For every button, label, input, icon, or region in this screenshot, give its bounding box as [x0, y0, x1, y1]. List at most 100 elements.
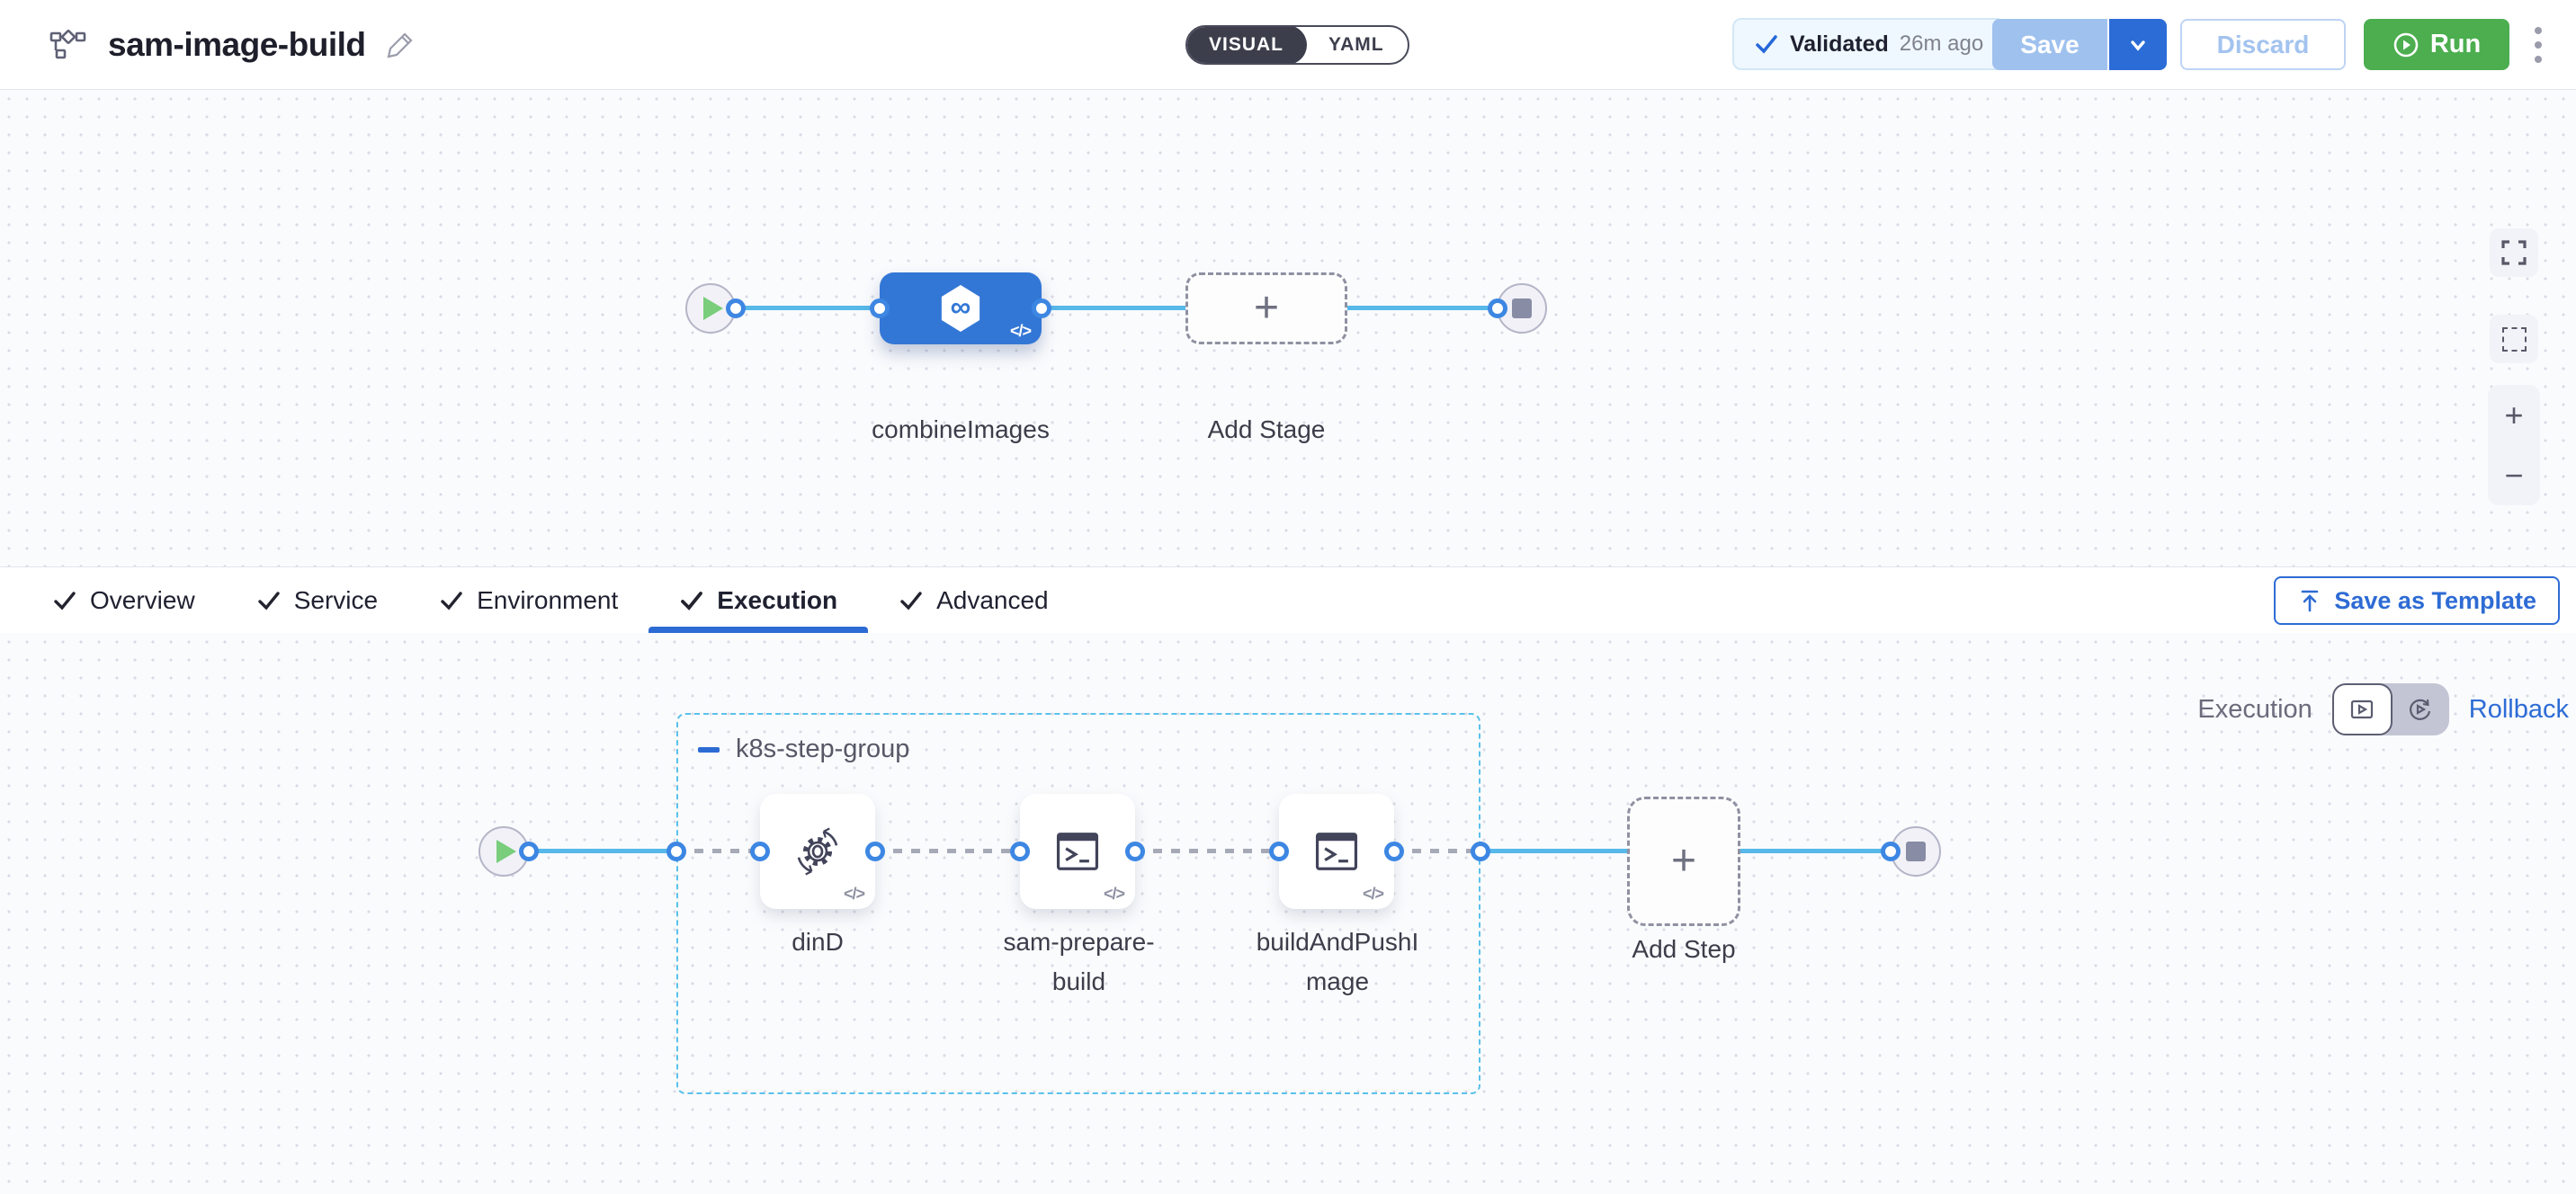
- connector-port[interactable]: [865, 842, 885, 861]
- zoom-in-button[interactable]: +: [2488, 385, 2540, 445]
- add-step-button[interactable]: +: [1627, 797, 1740, 926]
- step-node-sam-prepare-build[interactable]: </>: [1020, 794, 1135, 909]
- step-label: sam-prepare-build: [1003, 928, 1155, 995]
- save-options-button[interactable]: [2107, 19, 2167, 70]
- validated-check-icon: [1754, 31, 1779, 57]
- add-step-label: Add Step: [1632, 935, 1736, 963]
- connector-port[interactable]: [1488, 298, 1507, 318]
- tab-execution[interactable]: Execution: [648, 567, 868, 633]
- fullscreen-icon: [2500, 239, 2527, 266]
- connector-port[interactable]: [519, 842, 539, 861]
- validated-time: 26m ago: [1899, 31, 1984, 56]
- edge-dashed: [875, 849, 1020, 853]
- tab-advanced[interactable]: Advanced: [868, 567, 1079, 633]
- step-node-buildandpushimage[interactable]: </>: [1279, 794, 1394, 909]
- edge-dashed: [1135, 849, 1279, 853]
- edge: [1480, 849, 1627, 853]
- execution-rollback-switch: Execution Rollback: [2197, 682, 2569, 737]
- step-node-dind[interactable]: </>: [760, 794, 875, 909]
- stage-config-tabbar: Overview Service Environment Execution A…: [0, 566, 2576, 633]
- pipeline-title: sam-image-build: [108, 25, 366, 63]
- edge: [529, 849, 676, 853]
- rollback-link[interactable]: Rollback: [2468, 694, 2569, 724]
- plus-icon: +: [1670, 837, 1697, 885]
- zoom-controls: + −: [2488, 385, 2540, 505]
- code-icon: </>: [1362, 885, 1384, 903]
- kebab-menu-icon[interactable]: [2520, 20, 2556, 70]
- start-play-icon: [703, 297, 723, 320]
- save-button[interactable]: Save: [1992, 19, 2107, 70]
- connector-port[interactable]: [726, 298, 746, 318]
- visual-yaml-toggle: VISUAL YAML: [1185, 25, 1409, 65]
- chevron-down-icon: [2127, 34, 2149, 56]
- edge: [1042, 306, 1185, 310]
- marquee-select-icon: [2501, 326, 2527, 352]
- execution-mode-label: Execution: [2197, 694, 2312, 724]
- edge: [1347, 306, 1497, 310]
- edge: [1740, 849, 1891, 853]
- step-group-k8s: k8s-step-group: [676, 713, 1480, 1094]
- connector-port[interactable]: [1881, 842, 1901, 861]
- ci-stage-icon: ∞: [941, 285, 980, 332]
- collapse-group-icon[interactable]: [698, 746, 720, 753]
- connector-port[interactable]: [750, 842, 770, 861]
- connector-port[interactable]: [1125, 842, 1145, 861]
- marquee-select-button[interactable]: [2490, 315, 2538, 363]
- validated-badge[interactable]: Validated 26m ago: [1732, 18, 2006, 70]
- connector-port[interactable]: [1032, 298, 1051, 318]
- rollback-mode-button[interactable]: [2393, 683, 2449, 735]
- toggle-yaml[interactable]: YAML: [1305, 27, 1408, 63]
- zoom-out-button[interactable]: −: [2488, 445, 2540, 505]
- step-label: dinD: [792, 928, 844, 956]
- execution-mode-button[interactable]: [2331, 683, 2393, 735]
- terminal-icon: [1056, 833, 1099, 870]
- fullscreen-button[interactable]: [2490, 228, 2538, 277]
- execution-canvas: Execution Rollback k8s-step-group: [0, 633, 2576, 1194]
- edge: [736, 306, 880, 310]
- edge-dashed: [1394, 849, 1480, 853]
- save-split-button: Save: [1992, 19, 2167, 70]
- pipeline-studio-header: sam-image-build VISUAL YAML Validated 26…: [0, 0, 2576, 90]
- edit-pipeline-icon[interactable]: [386, 31, 415, 59]
- toggle-visual[interactable]: VISUAL: [1186, 27, 1308, 63]
- connector-port[interactable]: [1471, 842, 1490, 861]
- tab-environment[interactable]: Environment: [408, 567, 648, 633]
- tab-check-icon: [256, 588, 282, 613]
- execution-steps-icon: [2351, 699, 2374, 719]
- tab-check-icon: [679, 588, 704, 613]
- stage-canvas: ∞ </> + combineImages Add Stage + −: [0, 90, 2576, 566]
- upload-icon: [2297, 588, 2322, 613]
- plus-icon: +: [1253, 284, 1280, 332]
- terminal-icon: [1315, 833, 1358, 870]
- discard-button[interactable]: Discard: [2180, 19, 2346, 70]
- validated-label: Validated: [1790, 31, 1889, 57]
- step-group-name: k8s-step-group: [736, 735, 910, 763]
- code-icon: </>: [843, 885, 865, 903]
- connector-port[interactable]: [1384, 842, 1404, 861]
- connector-port[interactable]: [1269, 842, 1289, 861]
- code-icon: </>: [1103, 885, 1125, 903]
- code-icon: </>: [1009, 322, 1032, 340]
- tab-check-icon: [439, 588, 464, 613]
- connector-port[interactable]: [666, 842, 686, 861]
- tab-check-icon: [899, 588, 924, 613]
- connector-port[interactable]: [1010, 842, 1030, 861]
- stop-icon: [1512, 298, 1532, 318]
- gear-sync-icon: [797, 827, 838, 876]
- tab-check-icon: [52, 588, 77, 613]
- save-as-template-button[interactable]: Save as Template: [2274, 576, 2560, 625]
- start-play-icon: [496, 840, 516, 863]
- edge-dashed: [676, 849, 760, 853]
- run-button[interactable]: Run: [2364, 19, 2509, 70]
- tab-overview[interactable]: Overview: [22, 567, 226, 633]
- connector-port[interactable]: [870, 298, 890, 318]
- stop-icon: [1906, 842, 1926, 861]
- run-play-icon: [2393, 31, 2419, 58]
- stage-node-combineimages[interactable]: ∞ </>: [880, 272, 1042, 344]
- step-label: buildAndPushImage: [1256, 928, 1419, 995]
- pipeline-icon: [49, 25, 88, 65]
- add-stage-button[interactable]: +: [1185, 272, 1347, 344]
- add-stage-label: Add Stage: [1207, 415, 1326, 443]
- tab-service[interactable]: Service: [226, 567, 408, 633]
- rollback-steps-icon: [2410, 699, 2431, 720]
